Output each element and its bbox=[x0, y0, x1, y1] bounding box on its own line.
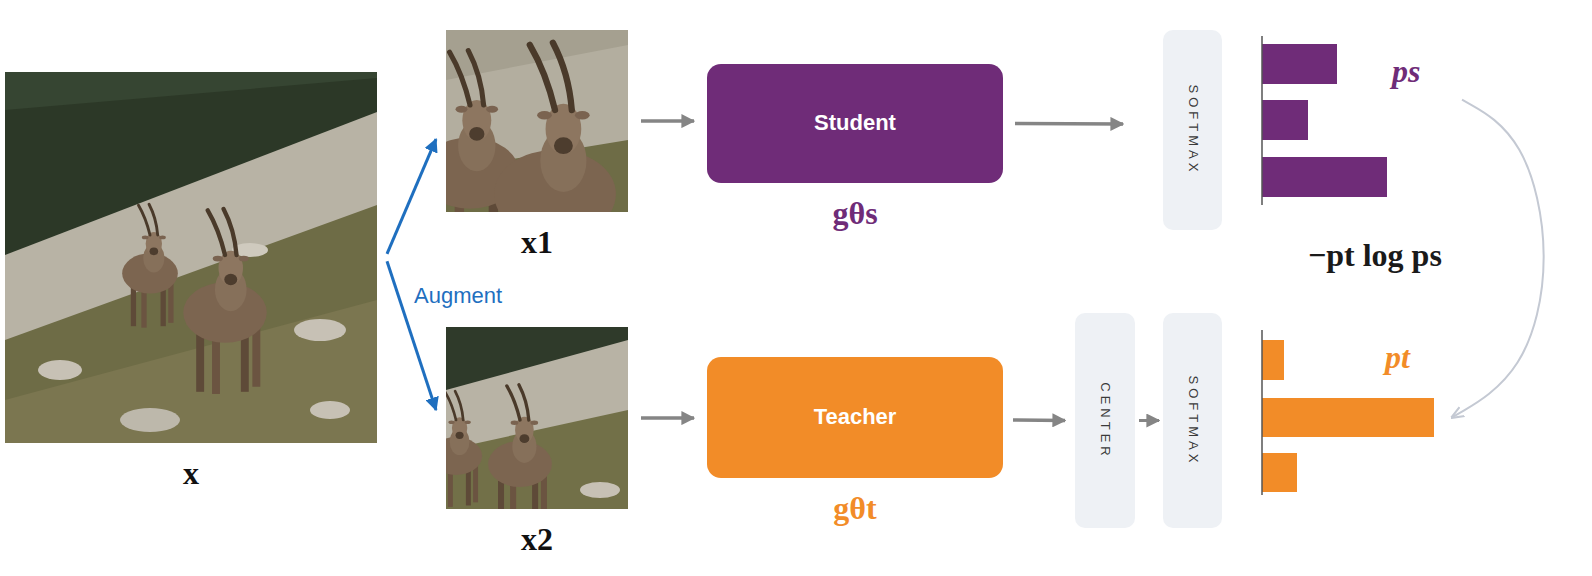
flow-arrow bbox=[641, 416, 694, 420]
photo-full bbox=[5, 72, 377, 443]
model-box: Teachergθt bbox=[707, 357, 1003, 478]
loss-arrow bbox=[1452, 100, 1544, 418]
operation-box: SOFTMAX bbox=[1163, 30, 1222, 230]
distribution-label: ps bbox=[1392, 54, 1420, 89]
photo-frame: x1 bbox=[446, 30, 628, 212]
distribution-label: pt bbox=[1385, 340, 1410, 375]
flow-arrow bbox=[641, 119, 694, 123]
flow-arrow bbox=[1139, 419, 1159, 422]
operation-name: SOFTMAX bbox=[1186, 85, 1199, 176]
augment-label: Augment bbox=[414, 284, 502, 308]
photo-crop bbox=[446, 327, 628, 509]
flow-arrow bbox=[387, 139, 436, 254]
model-name: Student bbox=[814, 110, 896, 136]
operation-box: CENTER bbox=[1075, 313, 1135, 528]
flow-arrow bbox=[1013, 418, 1065, 422]
model-box: Studentgθs bbox=[707, 64, 1003, 183]
photo-frame: x bbox=[5, 72, 377, 443]
image-label: x bbox=[183, 457, 199, 489]
operation-name: CENTER bbox=[1099, 382, 1112, 459]
distribution-chart: ps bbox=[1238, 36, 1450, 208]
image-label: x2 bbox=[521, 523, 553, 555]
operation-name: SOFTMAX bbox=[1186, 375, 1199, 466]
operation-box: SOFTMAX bbox=[1163, 313, 1222, 528]
function-symbol: gθs bbox=[832, 197, 877, 229]
image-label: x1 bbox=[521, 226, 553, 258]
function-symbol: gθt bbox=[833, 492, 876, 524]
distribution-chart: pt bbox=[1238, 330, 1450, 495]
loss-formula: −pt log ps bbox=[1305, 238, 1445, 273]
photo-crop bbox=[446, 30, 628, 212]
photo-frame: x2 bbox=[446, 327, 628, 509]
model-name: Teacher bbox=[814, 404, 897, 430]
flow-arrow bbox=[1015, 122, 1123, 126]
